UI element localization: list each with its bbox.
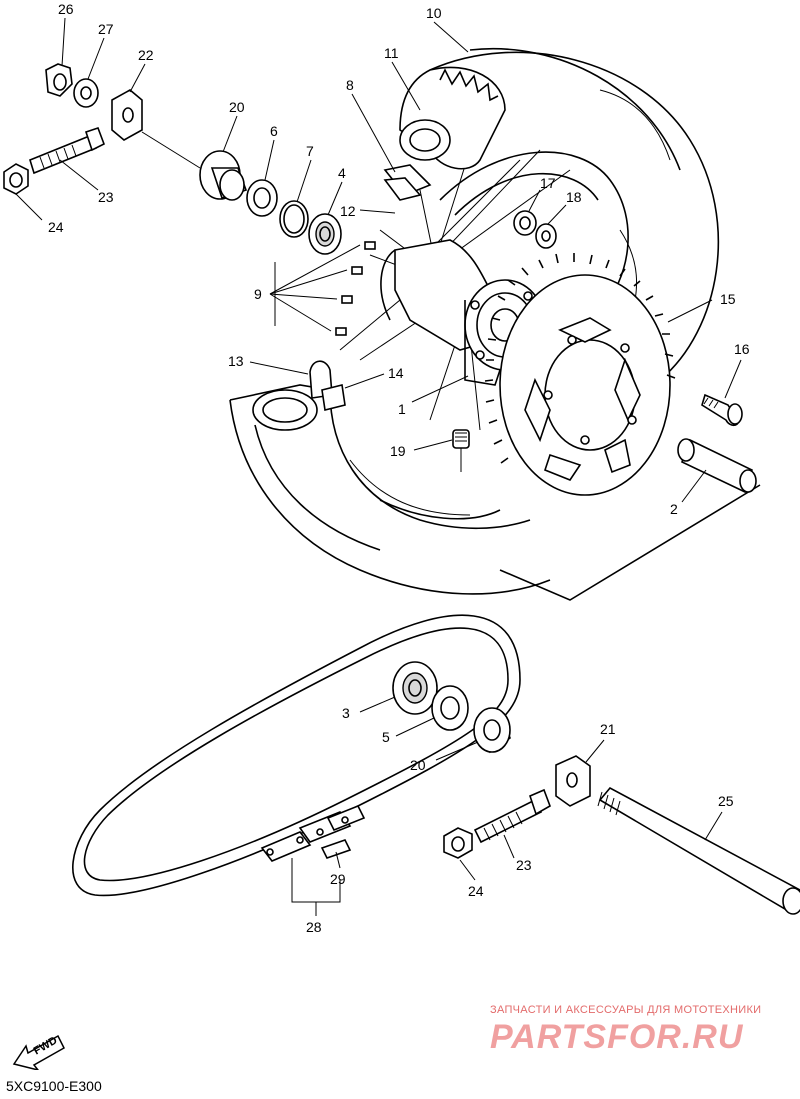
callout-5: 5 <box>382 729 390 745</box>
callout-15: 15 <box>720 291 736 307</box>
callout-27: 27 <box>98 21 114 37</box>
callout-24-upper: 24 <box>48 219 64 235</box>
watermark-brand: PARTSFOR.RU <box>490 1018 744 1056</box>
callout-16: 16 <box>734 341 750 357</box>
callout-1: 1 <box>398 401 406 417</box>
callout-8: 8 <box>346 77 354 93</box>
collar <box>677 438 757 494</box>
callout-7: 7 <box>306 143 314 159</box>
chain-adjuster-left <box>3 63 143 195</box>
watermark-tagline: ЗАПЧАСТИ И АКСЕССУАРЫ ДЛЯ МОТОТЕХНИКИ <box>490 1004 762 1016</box>
callout-4: 4 <box>338 165 346 181</box>
callout-21: 21 <box>600 721 616 737</box>
sprocket <box>484 253 676 496</box>
callout-24-lower: 24 <box>468 883 484 899</box>
diagram-code: 5XC9100-E300 <box>6 1078 102 1094</box>
spokes <box>339 149 571 431</box>
callout-26: 26 <box>58 1 74 17</box>
callout-10: 10 <box>426 5 442 21</box>
axle <box>597 786 800 915</box>
callout-14: 14 <box>388 365 404 381</box>
callout-12: 12 <box>340 203 356 219</box>
callout-28: 28 <box>306 919 322 935</box>
callout-19: 19 <box>390 443 406 459</box>
callout-2: 2 <box>670 501 678 517</box>
chain-adjuster-right <box>443 755 591 859</box>
tire <box>229 48 761 601</box>
rim-band <box>383 164 432 201</box>
callout-25: 25 <box>718 793 734 809</box>
fwd-arrow-icon <box>12 1034 65 1070</box>
callout-20-upper: 20 <box>229 99 245 115</box>
callout-6: 6 <box>270 123 278 139</box>
hub-bearings-right <box>392 661 511 754</box>
callout-23-upper: 23 <box>98 189 114 205</box>
leader-lines <box>15 17 742 916</box>
callout-20-lower: 20 <box>410 757 426 773</box>
sprocket-bolt <box>701 393 743 427</box>
nut-and-washer <box>513 210 557 249</box>
inner-tube <box>399 66 506 170</box>
valve-cap <box>452 429 470 472</box>
callout-9: 9 <box>254 286 262 302</box>
callout-29: 29 <box>330 871 346 887</box>
callout-23-lower: 23 <box>516 857 532 873</box>
rim-lock <box>252 360 346 431</box>
callout-3: 3 <box>342 705 350 721</box>
spoke-nipples <box>335 241 376 336</box>
callout-17: 17 <box>540 175 556 191</box>
drive-chain <box>72 614 521 897</box>
hub-bearings-left <box>199 150 342 255</box>
callout-22: 22 <box>138 47 154 63</box>
callout-18: 18 <box>566 189 582 205</box>
callout-11: 11 <box>384 45 399 61</box>
callout-13: 13 <box>228 353 244 369</box>
callout-labels: 26 27 22 10 11 8 20 6 7 4 23 24 12 17 18… <box>48 1 750 935</box>
